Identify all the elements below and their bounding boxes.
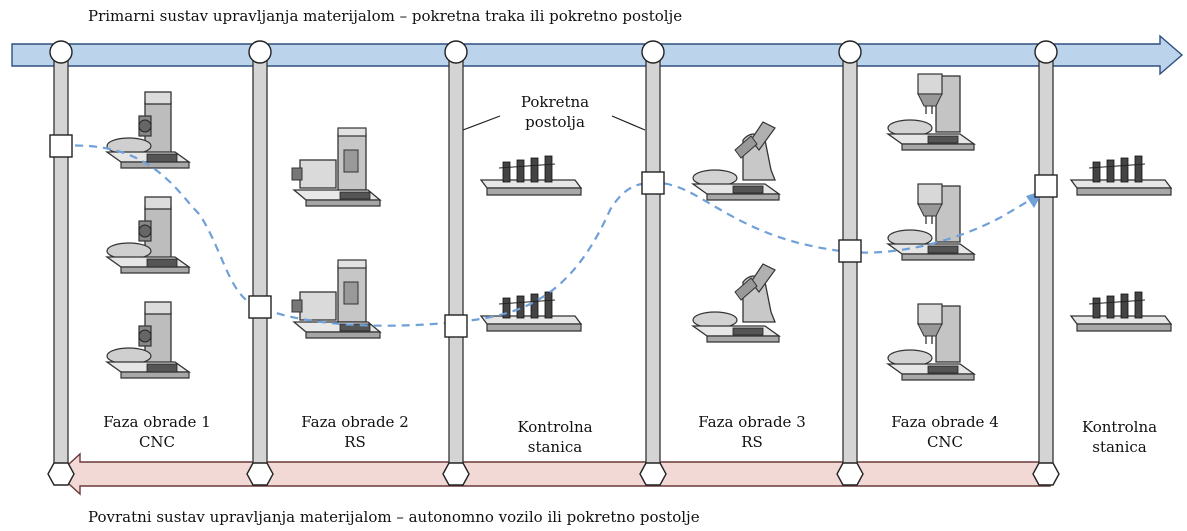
drill-machine <box>887 73 975 151</box>
station-label: Faza obrade 1 CNC <box>82 412 232 452</box>
pillar <box>252 53 268 475</box>
carrier-node <box>248 295 272 319</box>
cnc-machine <box>106 196 190 274</box>
station-name: Faza obrade 4 <box>891 413 999 431</box>
station-type: stanica <box>527 438 583 456</box>
station-type: stanica <box>1092 438 1147 456</box>
callout-lines <box>462 115 646 131</box>
station-type: CNC <box>926 433 964 451</box>
carrier-node <box>444 314 468 338</box>
station-type: RS <box>344 433 366 451</box>
top-node <box>444 40 468 64</box>
station-label: Kontrolna stanica <box>480 417 630 457</box>
bottom-node <box>1032 462 1060 486</box>
control-station <box>1070 155 1172 196</box>
carrier-node <box>641 171 665 195</box>
control-station <box>1070 291 1172 332</box>
primary-system-title: Primarni sustav upravljanja materijalom … <box>88 7 683 25</box>
station-name: Kontrolna <box>1081 418 1158 436</box>
top-node <box>248 40 272 64</box>
station-name: Kontrolna <box>517 418 593 436</box>
top-node <box>838 40 862 64</box>
robot-station <box>291 127 381 207</box>
station-name: Faza obrade 3 <box>698 413 806 431</box>
return-conveyor-arrow <box>56 452 1051 496</box>
bottom-node <box>639 462 667 486</box>
material-flow-path <box>60 144 1031 327</box>
pillar <box>448 53 464 475</box>
primary-conveyor-arrow <box>11 34 1184 76</box>
station-label: Faza obrade 3 RS <box>677 412 827 452</box>
station-label: Faza obrade 2 RS <box>280 412 430 452</box>
pillar <box>53 53 69 475</box>
pillar <box>645 53 661 475</box>
station-name: Faza obrade 2 <box>301 413 409 431</box>
station-type: CNC <box>138 433 176 451</box>
top-node <box>49 40 73 64</box>
drill-machine <box>887 303 975 381</box>
bottom-node <box>246 462 274 486</box>
callout-line1: Pokretna <box>520 93 590 111</box>
cnc-machine <box>106 301 190 379</box>
return-system-title: Povratni sustav upravljanja materijalom … <box>88 508 700 526</box>
drill-machine <box>887 183 975 261</box>
carrier-node <box>49 134 73 158</box>
callout-label: Pokretna postolja <box>500 92 610 132</box>
bottom-node <box>47 462 75 486</box>
station-label: Kontrolna stanica <box>1062 417 1177 457</box>
top-node <box>641 40 665 64</box>
bottom-node <box>442 462 470 486</box>
robot-machine <box>692 121 780 201</box>
carrier-node <box>1034 174 1058 198</box>
station-name: Faza obrade 1 <box>103 413 211 431</box>
control-station <box>480 155 582 196</box>
callout-line2: postolja <box>525 113 585 131</box>
cnc-machine <box>106 91 190 169</box>
pillar <box>842 53 858 475</box>
top-node <box>1034 40 1058 64</box>
bottom-node <box>836 462 864 486</box>
control-station <box>480 291 582 332</box>
station-label: Faza obrade 4 CNC <box>870 412 1020 452</box>
pillar <box>1038 53 1054 475</box>
robot-machine <box>692 263 780 343</box>
station-type: RS <box>741 433 763 451</box>
carrier-node <box>838 239 862 263</box>
